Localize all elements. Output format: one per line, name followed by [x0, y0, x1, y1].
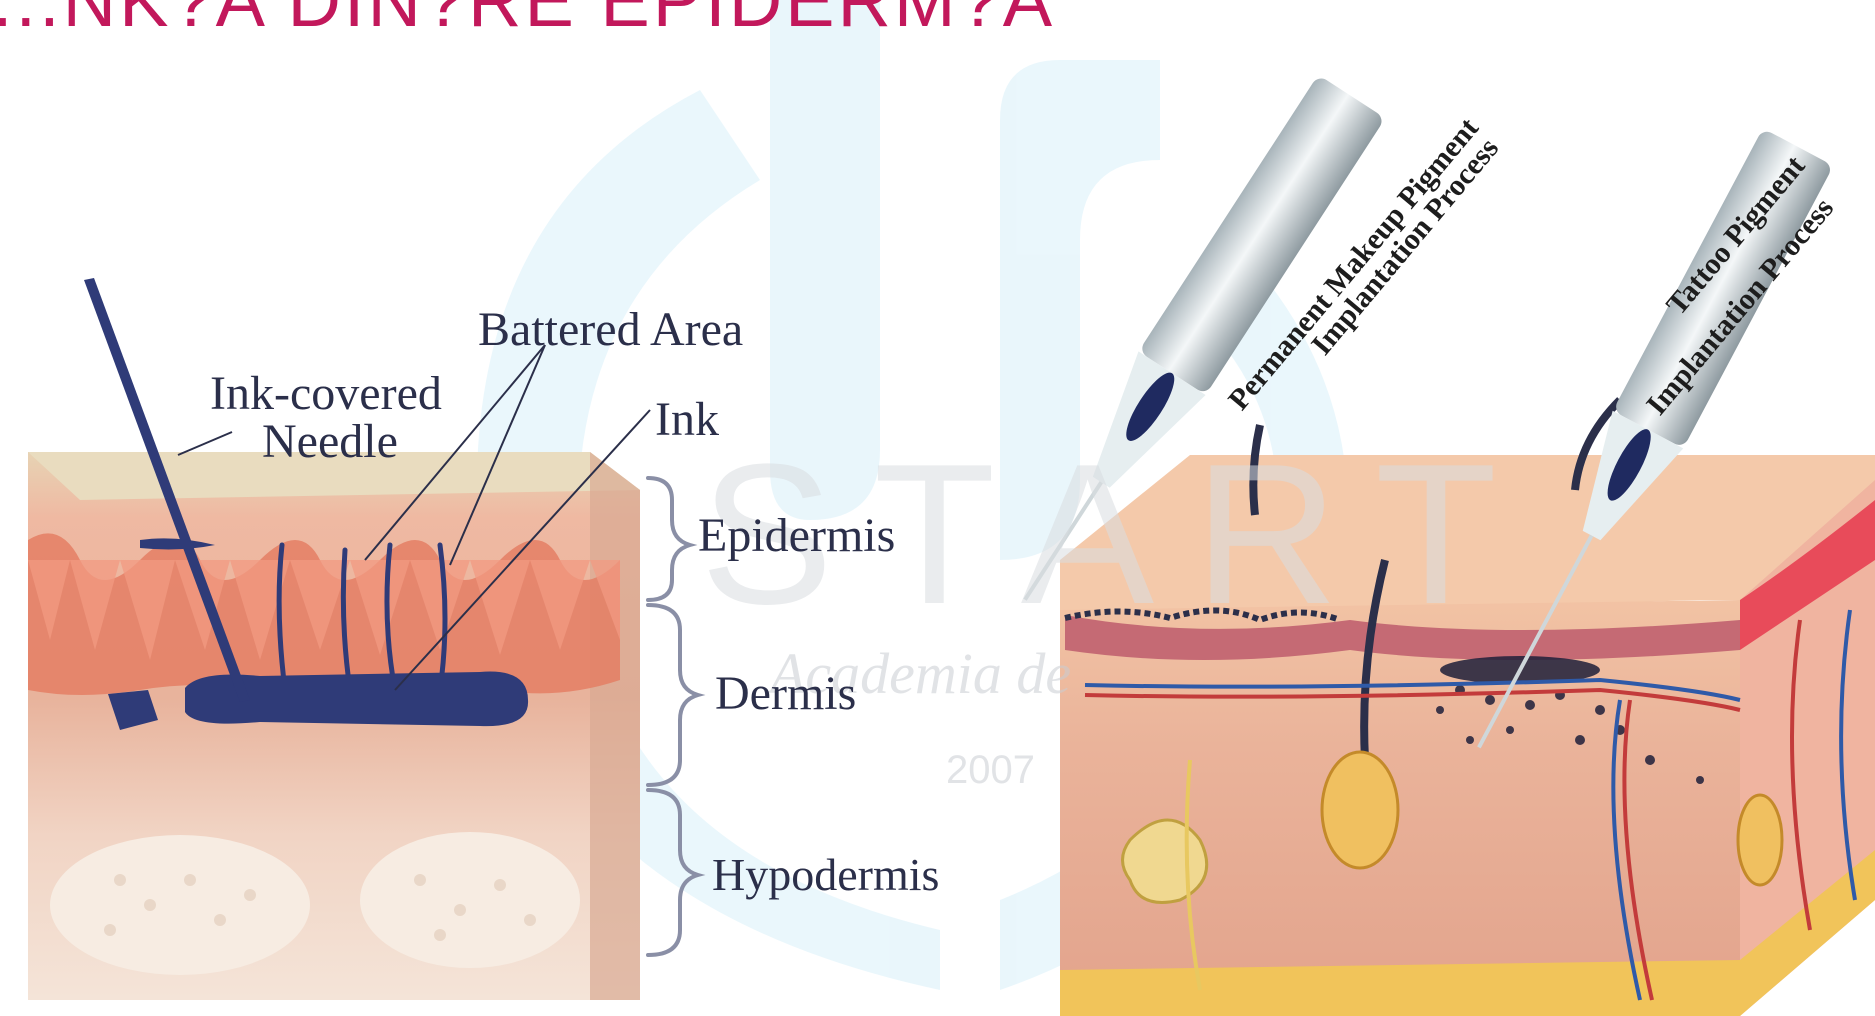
- label-dermis: Dermis: [715, 666, 856, 721]
- label-ink: Ink: [655, 392, 719, 447]
- page-title: ...NK?A DIN?RE EPIDERM?A: [0, 0, 1055, 43]
- watermark-year: 2007: [946, 748, 1035, 793]
- label-ink-covered-needle-line1: Ink-covered: [210, 366, 442, 421]
- label-battered-area: Battered Area: [478, 302, 743, 357]
- label-hypodermis: Hypodermis: [712, 848, 939, 901]
- label-epidermis: Epidermis: [698, 508, 895, 563]
- label-ink-covered-needle-line2: Needle: [262, 414, 398, 469]
